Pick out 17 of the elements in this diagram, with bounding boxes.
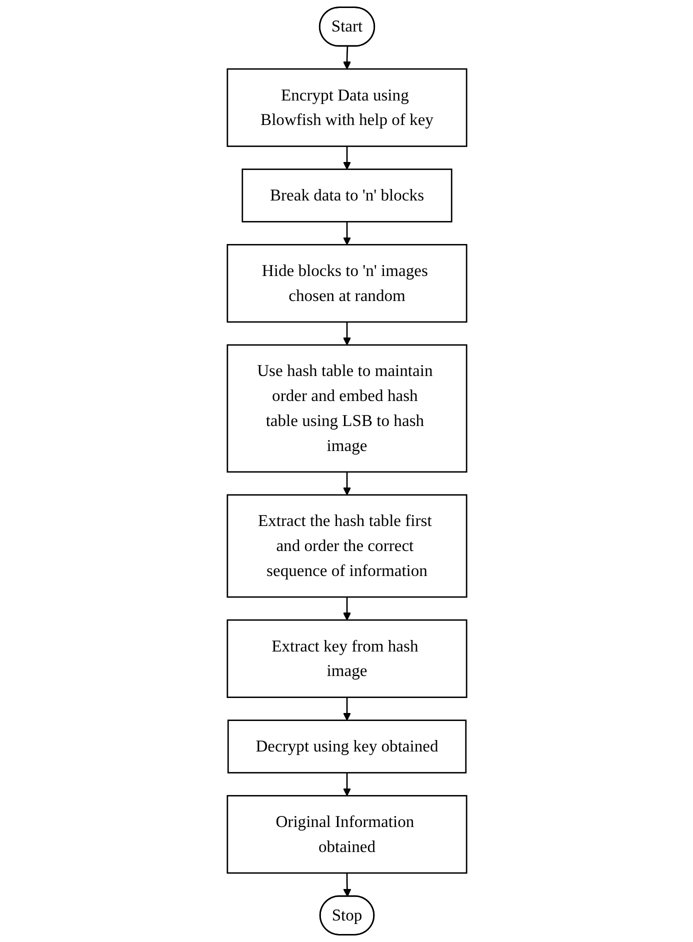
node-box: Encrypt Data using Blowfish with help of key	[226, 68, 467, 147]
arrow	[342, 146, 351, 170]
arrow	[342, 322, 351, 346]
arrow	[342, 46, 351, 70]
node-box: Hide blocks to 'n' images chosen at random	[226, 244, 467, 323]
arrow	[342, 873, 351, 897]
arrow	[342, 472, 351, 496]
node-box: Extract the hash table first and order the correct sequence of information	[226, 494, 467, 598]
node-box: Decrypt using key obtained	[226, 720, 466, 774]
arrow	[342, 697, 351, 721]
node-box: Use hash table to maintain order and embed hash table using LSB to hash image	[226, 344, 467, 473]
node-box: Extract key from hash image	[226, 619, 467, 698]
node-box: Original Information obtained	[226, 795, 467, 874]
arrow	[342, 772, 351, 796]
arrow	[342, 597, 351, 620]
node-box: Break data to 'n' blocks	[241, 168, 452, 222]
arrow	[342, 222, 351, 246]
